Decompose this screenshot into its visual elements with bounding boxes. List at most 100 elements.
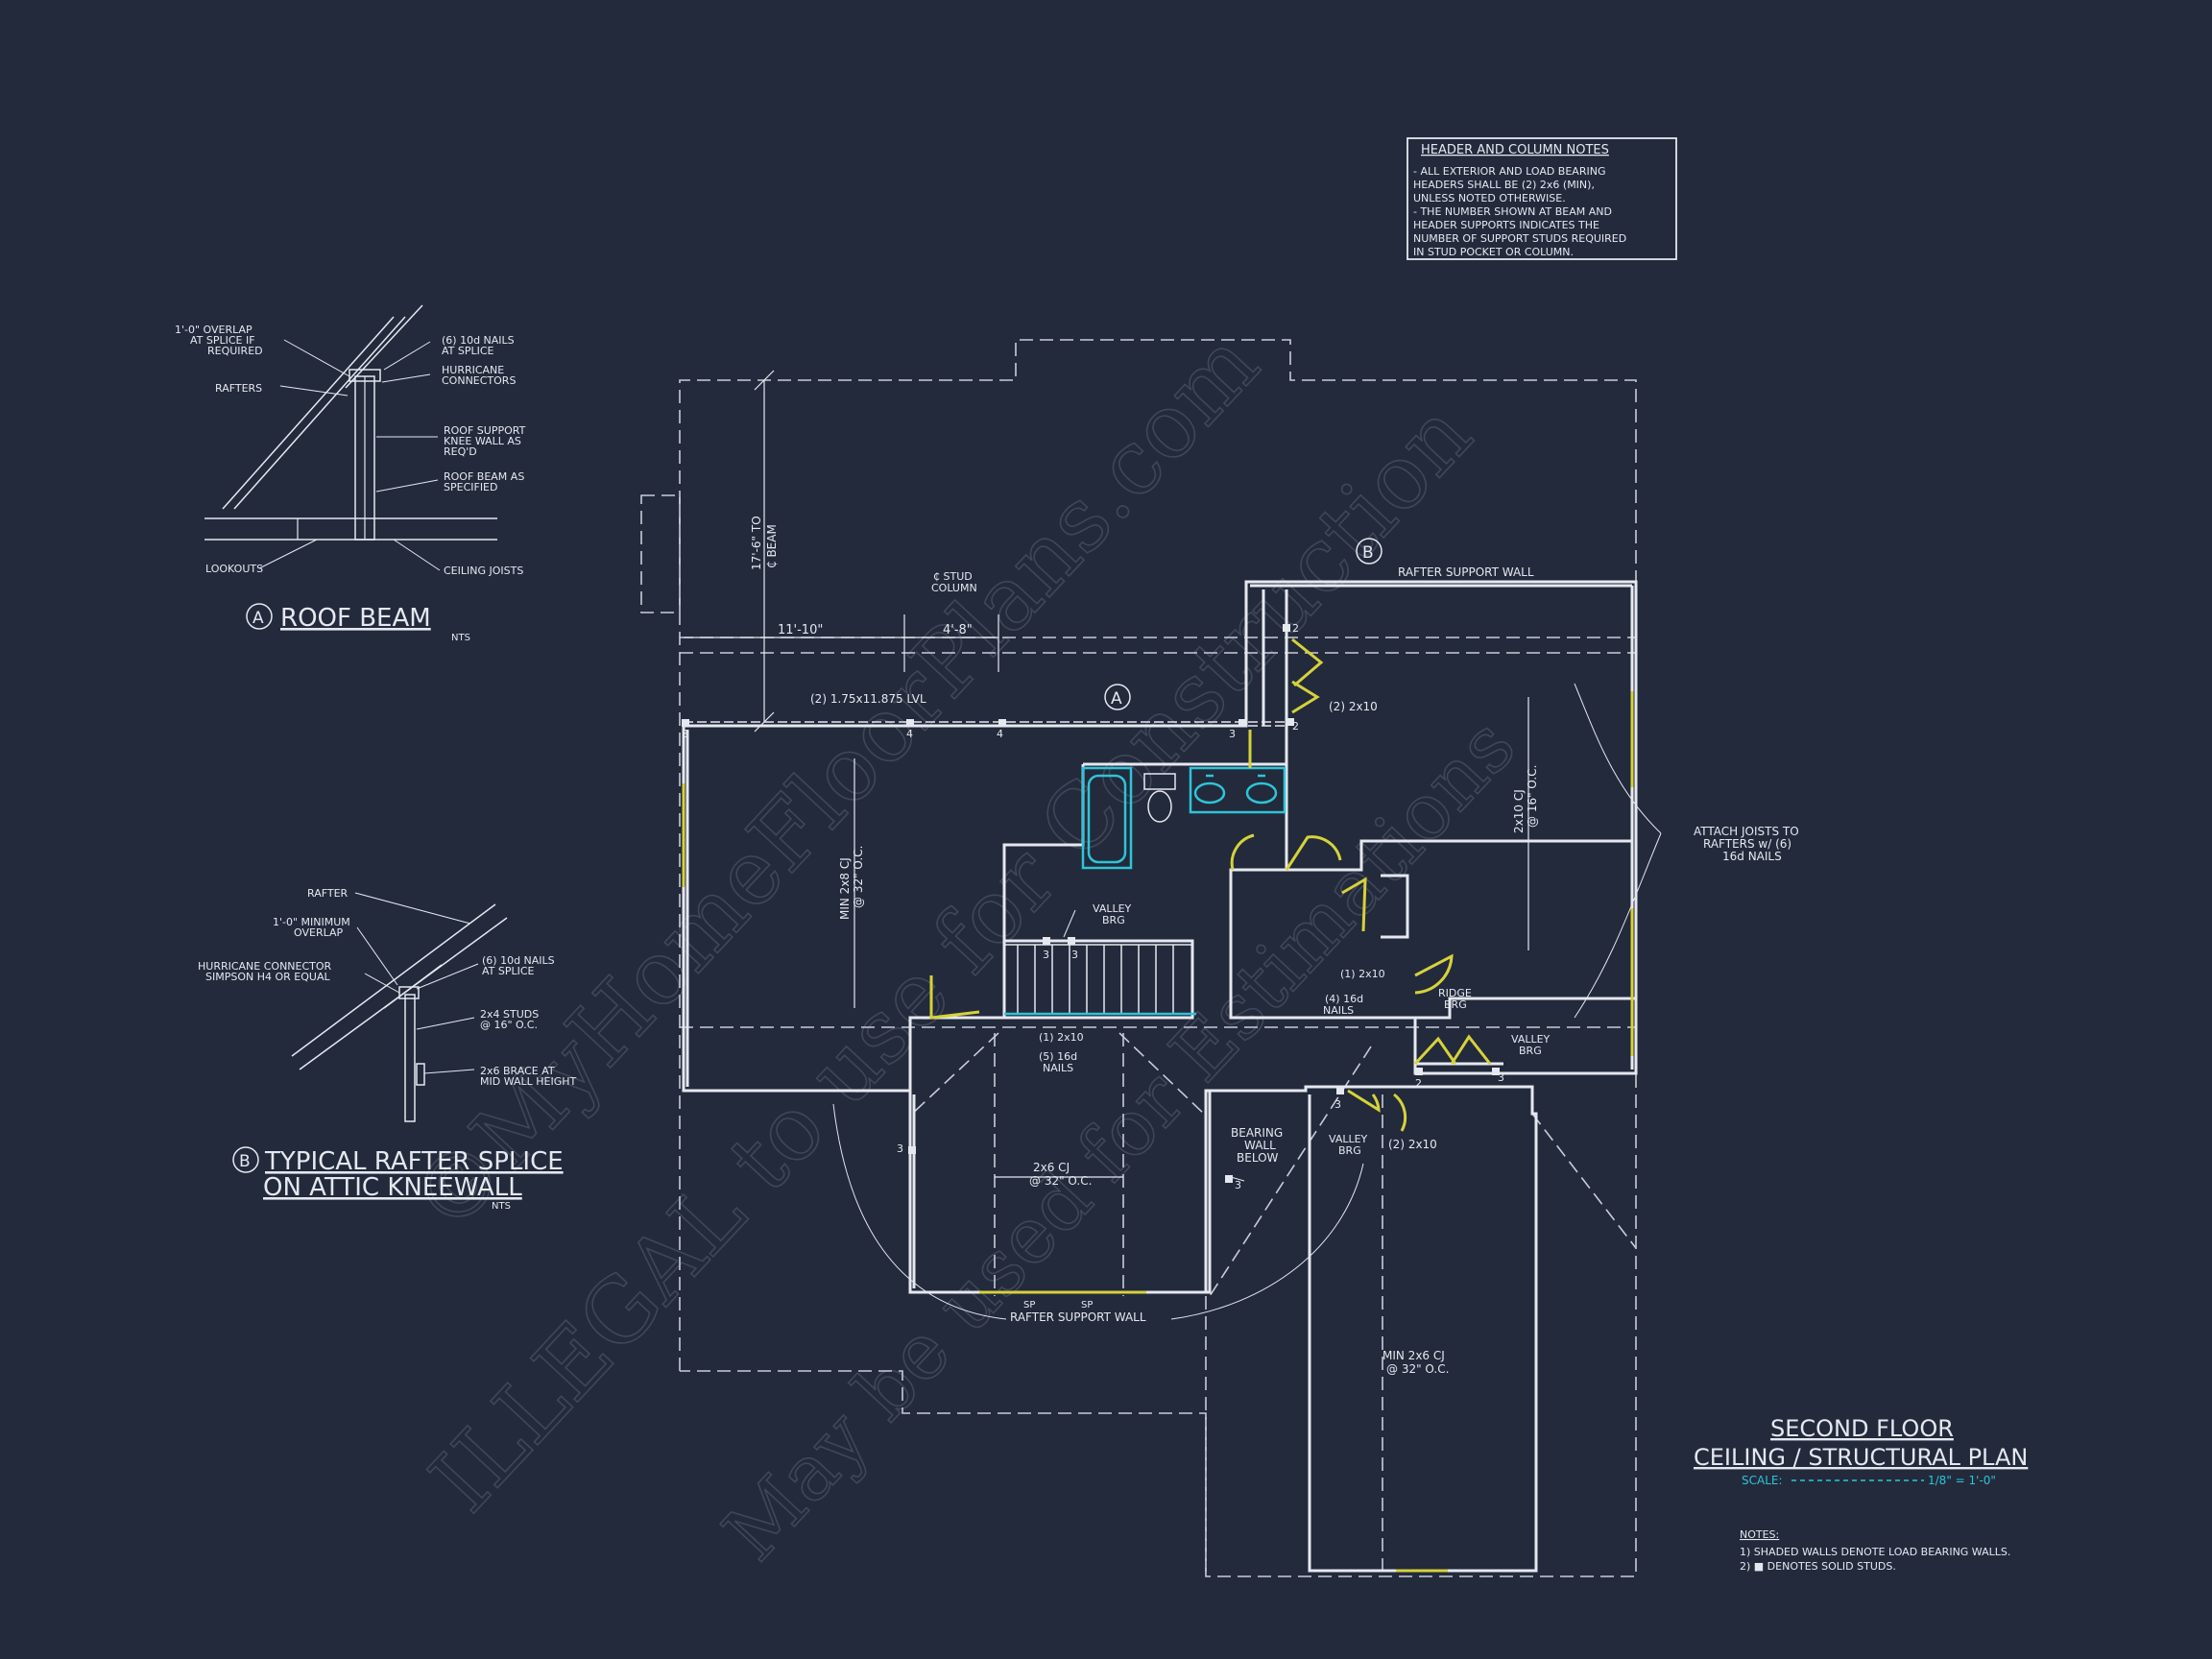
dim-11-10: 11'-10" [778,623,823,637]
cj-right-2: @ 16" O.C. [1526,765,1539,828]
bearing-wall-below: BELOW [1237,1151,1279,1165]
dim-17-6: 17'-6" TO [750,516,763,570]
detail-a-label: RAFTERS [215,382,262,395]
exterior-wall [682,726,1538,1573]
notes-heading: NOTES: [1740,1528,1779,1541]
detail-a-label: REQUIRED [207,345,263,357]
valley-brg: VALLEY [1511,1033,1551,1046]
stud-count: 3 [682,728,688,740]
detail-b-label: (6) 10d NAILS [482,954,555,967]
rafter-support-bottom: RAFTER SUPPORT WALL [1010,1310,1146,1324]
detail-a-label: (6) 10d NAILS [442,334,515,347]
stud-count: 3 [1229,728,1236,740]
nails-5-16d: NAILS [1043,1062,1073,1074]
cj-right-1: 2x10 CJ [1512,789,1526,833]
solid-studs [682,624,1500,1183]
plan-title-2: CEILING / STRUCTURAL PLAN [1694,1444,2028,1471]
detail-rafter-splice: RAFTER 1'-0" MINIMUM OVERLAP HURRICANE C… [198,887,577,1212]
bathroom-fixtures [1081,766,1286,870]
detail-b-title-1: TYPICAL RAFTER SPLICE [264,1147,564,1176]
notes-box-line: NUMBER OF SUPPORT STUDS REQUIRED [1413,232,1626,245]
notes-box-line: HEADERS SHALL BE (2) 2x6 (MIN), [1413,179,1595,191]
notes-box-title: HEADER AND COLUMN NOTES [1421,143,1609,157]
cj-left-2: @ 32" O.C. [852,846,865,908]
detail-b-label: AT SPLICE [482,965,535,977]
detail-a-scale: NTS [451,633,470,643]
stud-count: 3 [897,1142,903,1155]
roof-outline [679,339,1637,1577]
bearing-wall-below: WALL [1244,1139,1276,1152]
dim-17-6-beam: ₵ BEAM [765,524,779,568]
detail-a-label: ROOF BEAM AS [444,470,524,483]
header-1-2x10: (1) 2x10 [1340,968,1385,980]
stud-column-label: COLUMN [931,582,977,594]
bearing-wall-below: BEARING [1231,1126,1283,1140]
cj-center-1: 2x6 CJ [1033,1161,1070,1174]
nails-4-16d: NAILS [1323,1004,1354,1017]
cj-bottom-2: @ 32" O.C. [1386,1362,1449,1376]
detail-b-title-2: ON ATTIC KNEEWALL [263,1173,522,1202]
ridge-brg: RIDGE [1438,987,1472,999]
floor-plan: 3 4 4 3 2 2 3 3 2 3 3 3 3 17'-6" TO ₵ BE… [640,339,1799,1577]
scale-label: SCALE: [1742,1474,1783,1487]
note-item: 2) ■ DENOTES SOLID STUDS. [1740,1560,1896,1573]
detail-a-label: CEILING JOISTS [444,565,523,577]
cj-left-1: MIN 2x8 CJ [838,857,852,920]
stud-count: 4 [906,728,913,740]
detail-a-label: REQ'D [444,445,477,458]
detail-b-label: SIMPSON H4 OR EQUAL [205,971,330,983]
stud-count: 2 [1292,622,1299,635]
notes-box-line: - ALL EXTERIOR AND LOAD BEARING [1413,165,1605,178]
note-item: 1) SHADED WALLS DENOTE LOAD BEARING WALL… [1740,1546,2010,1558]
stud-count: 2 [1415,1077,1422,1090]
stud-count: 3 [1334,1098,1341,1111]
stairs [1003,944,1196,1016]
detail-a-label: ROOF SUPPORT [444,424,526,437]
stud-count: 3 [1235,1179,1241,1191]
detail-a-label: CONNECTORS [442,374,516,387]
detail-b-label: HURRICANE CONNECTOR [198,960,332,973]
attach-joists: ATTACH JOISTS TO [1694,825,1799,838]
detail-a-label: 1'-0" OVERLAP [175,324,252,336]
general-notes: NOTES: 1) SHADED WALLS DENOTE LOAD BEARI… [1740,1528,2010,1573]
detail-a-label: KNEE WALL AS [444,435,521,447]
nails-4-16d: (4) 16d [1325,993,1363,1005]
header-1-2x10: (1) 2x10 [1039,1031,1084,1044]
section-marker-a: A [1111,689,1122,709]
detail-a-label: HURRICANE [442,364,504,376]
header-column-notes: HEADER AND COLUMN NOTES - ALL EXTERIOR A… [1407,137,1677,260]
stud-count: 3 [1071,949,1078,961]
header-2x10: (2) 2x10 [1329,700,1378,713]
title-block: SECOND FLOOR CEILING / STRUCTURAL PLAN S… [1694,1415,2028,1487]
detail-b-label: 2x4 STUDS [480,1008,539,1021]
dim-4-8: 4'-8" [943,623,973,637]
lvl-label: (2) 1.75x11.875 LVL [810,692,926,706]
sp-label: SP [1023,1300,1035,1310]
attach-joists: RAFTERS w/ (6) [1703,837,1791,851]
detail-a-title: ROOF BEAM [280,604,431,633]
valley-brg: VALLEY [1093,902,1132,915]
stud-count: 3 [1498,1071,1504,1084]
stud-count: 4 [997,728,1003,740]
notes-box-line: - THE NUMBER SHOWN AT BEAM AND [1413,205,1612,218]
valley-brg: VALLEY [1329,1133,1368,1145]
detail-b-label: 1'-0" MINIMUM [273,916,350,928]
notes-box-line: HEADER SUPPORTS INDICATES THE [1413,219,1599,231]
notes-box-line: UNLESS NOTED OTHERWISE. [1413,192,1566,204]
section-marker-b: B [1362,543,1374,563]
detail-b-scale: NTS [492,1201,511,1212]
ridge-brg: BRG [1444,998,1467,1011]
cj-center-2: @ 32" O.C. [1029,1174,1092,1188]
detail-b-label: @ 16" O.C. [480,1019,538,1031]
sp-label: SP [1081,1300,1093,1310]
detail-a-label: AT SPLICE [442,345,494,357]
watermark: ©MyHomeFloorPlans.com ILLEGAL to use for… [391,312,1533,1578]
notes-box-line: IN STUD POCKET OR COLUMN. [1413,246,1574,258]
detail-a-marker: A [252,609,264,628]
detail-b-label: RAFTER [307,887,349,900]
valley-brg: BRG [1102,914,1125,926]
cj-bottom-1: MIN 2x6 CJ [1382,1349,1445,1362]
valley-brg: BRG [1519,1045,1542,1057]
stud-count: 2 [1292,720,1299,733]
